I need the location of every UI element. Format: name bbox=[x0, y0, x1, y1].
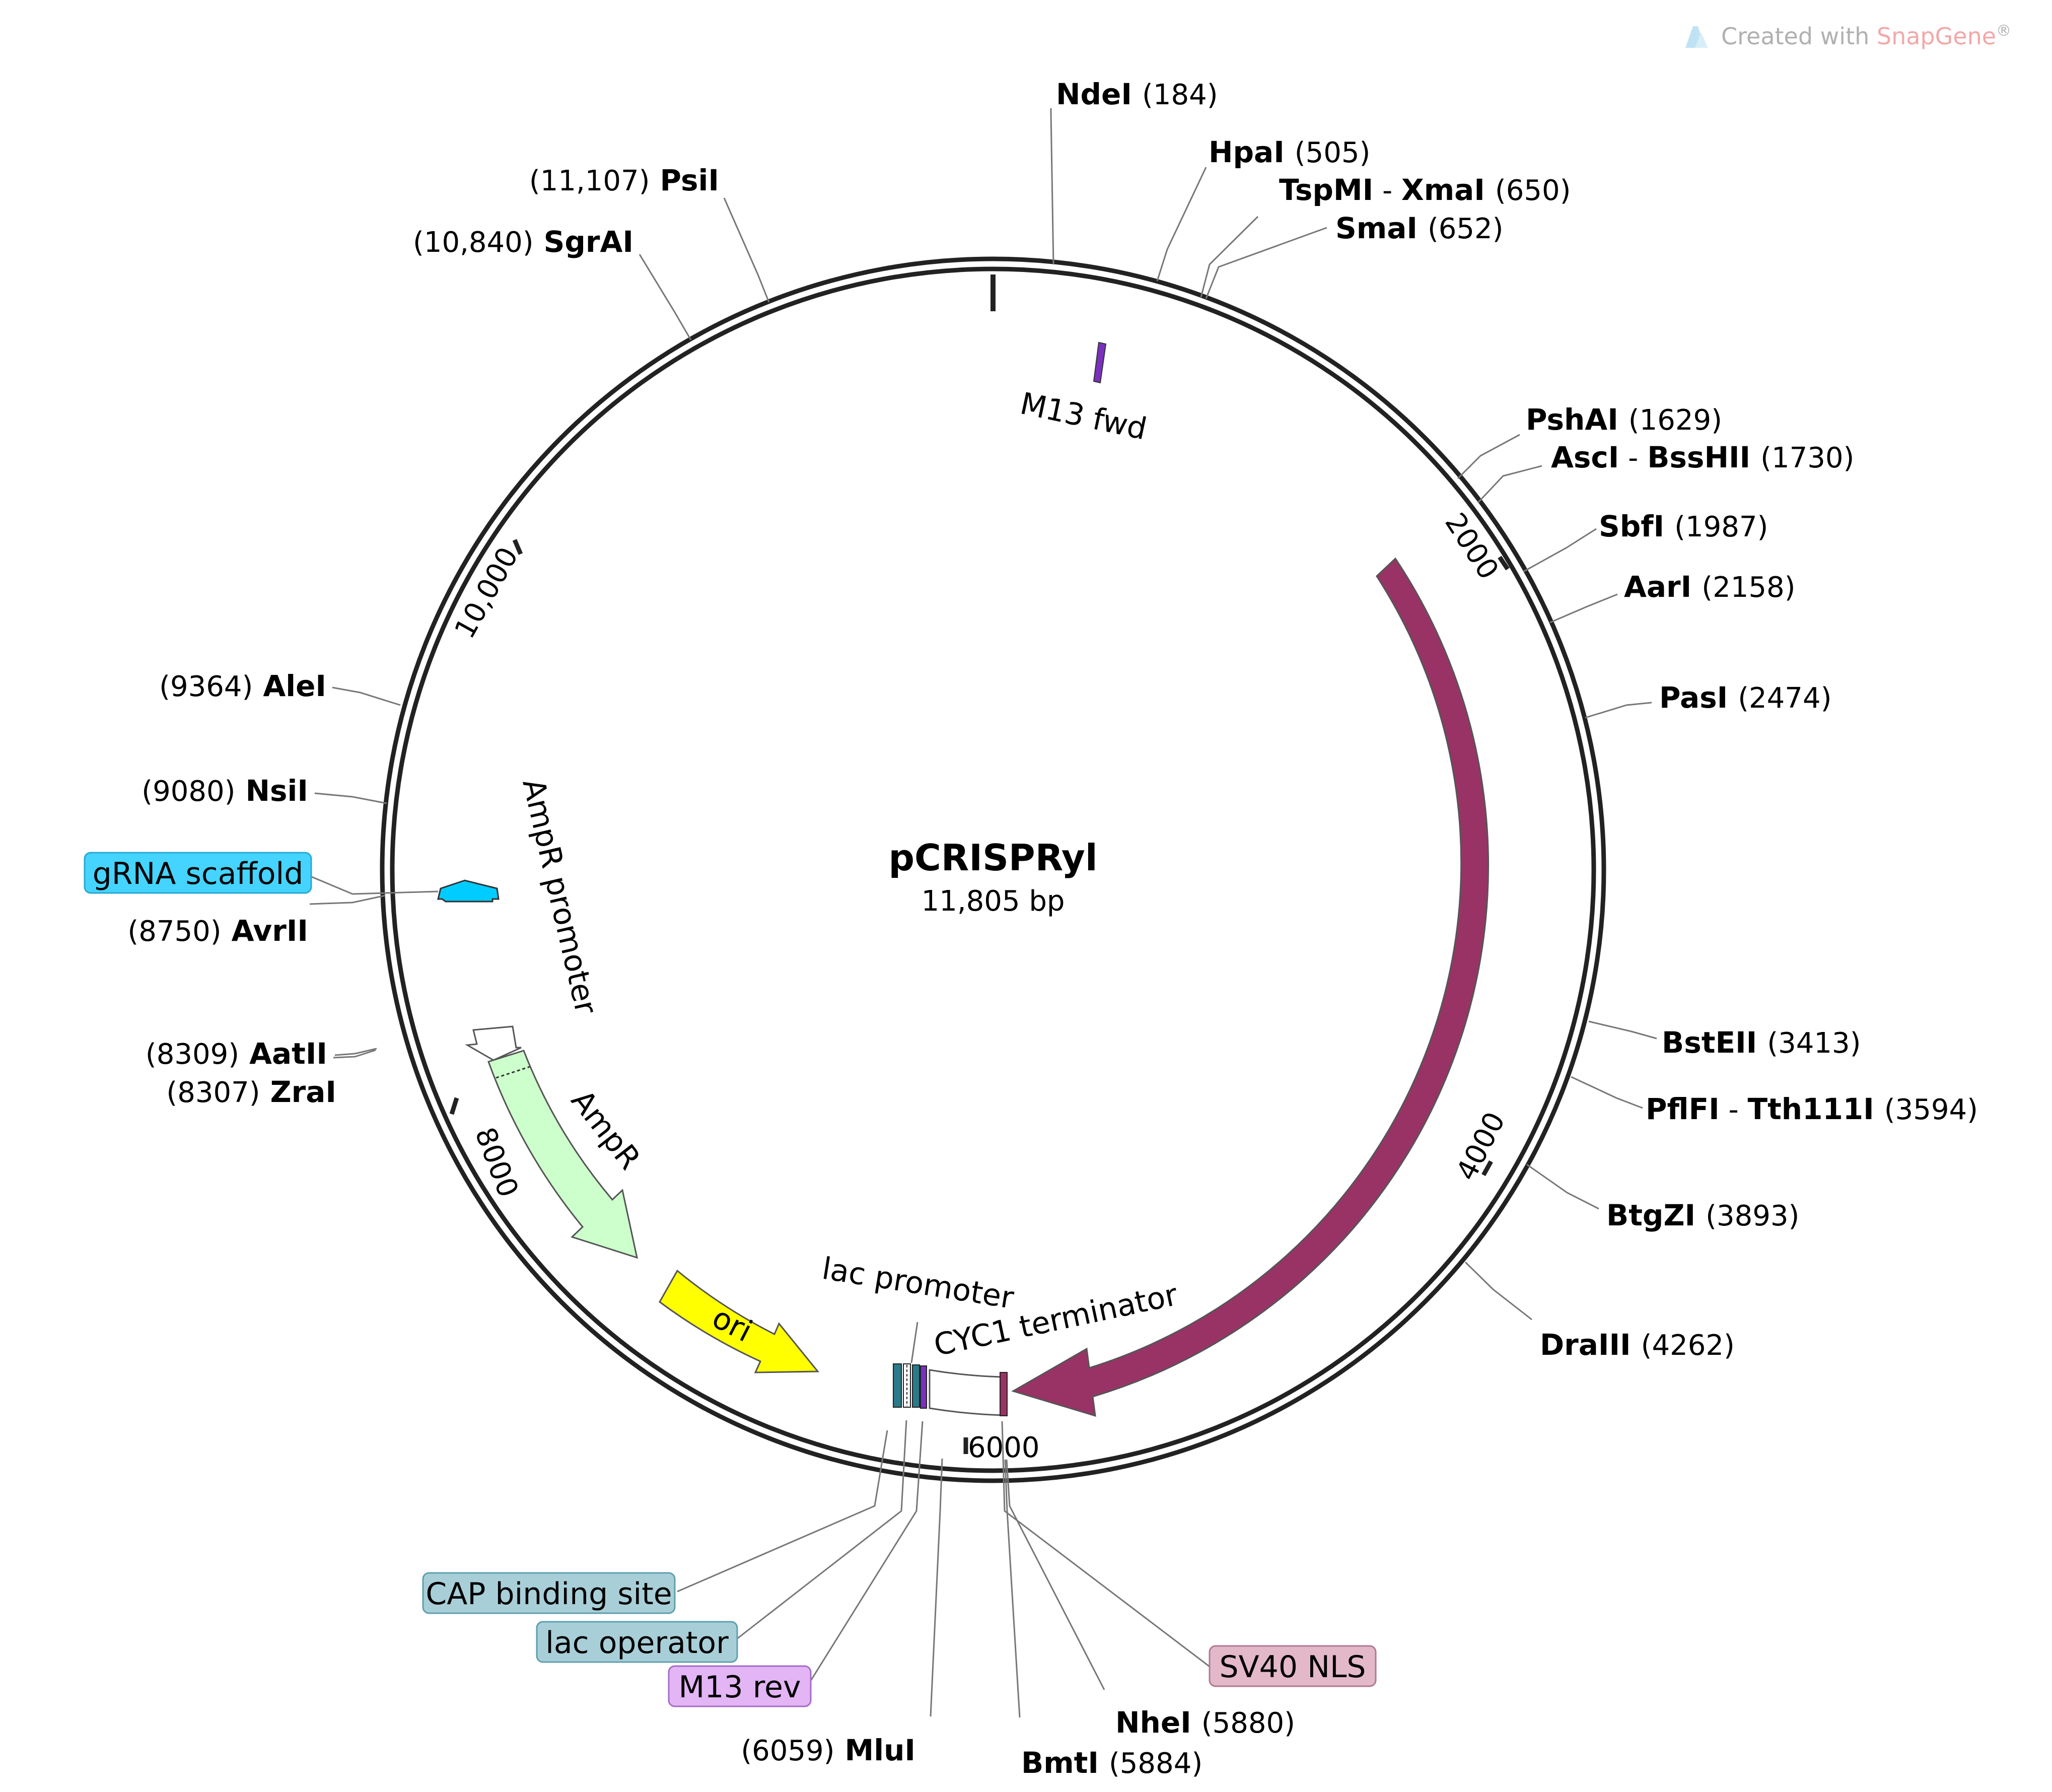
svg-text:Created with SnapGene®: Created with SnapGene® bbox=[1721, 22, 2011, 50]
credit-brand: SnapGene bbox=[1877, 23, 1996, 50]
cap-binding-site-label: CAP binding site bbox=[426, 1576, 672, 1612]
enzyme-zrai: (8307)ZraI bbox=[166, 1075, 336, 1109]
credit: Created with SnapGene® bbox=[1685, 22, 2011, 50]
snapgene-logo-icon bbox=[1685, 26, 1708, 48]
feature-label-boxes: gRNA scaffold CAP binding site lac opera… bbox=[84, 852, 1377, 1707]
enzyme-labels: NdeI(184) HpaI(505) TspMI - XmaI(650) Sm… bbox=[127, 77, 1978, 1780]
enzyme-pflfi-tth111i: PflFI - Tth111I(3594) bbox=[1646, 1092, 1978, 1126]
enzyme-draiii: DraIII(4262) bbox=[1540, 1328, 1735, 1362]
enzyme-bmti: BmtI(5884) bbox=[1021, 1746, 1202, 1780]
m13-fwd-feature bbox=[1093, 341, 1107, 384]
enzyme-avrii: (8750)AvrII bbox=[127, 914, 308, 948]
credit-suffix: ® bbox=[1996, 22, 2011, 40]
lac-promoter-label: lac promoter bbox=[820, 1251, 1016, 1316]
ori-feature-arrow bbox=[659, 1269, 820, 1373]
plasmid-name: pCRISPRyl bbox=[888, 837, 1097, 879]
enzyme-pasi: PasI(2474) bbox=[1659, 680, 1831, 715]
ampr-internal-dash bbox=[496, 1066, 530, 1079]
grna-scaffold-feature bbox=[437, 879, 500, 903]
backbone-inner bbox=[390, 266, 1596, 1473]
plasmid-size: 11,805 bp bbox=[922, 885, 1065, 918]
enzyme-aatii: (8309)AatII bbox=[146, 1037, 327, 1071]
enzyme-alei: (9364)AleI bbox=[159, 669, 326, 703]
m13-rev-feature bbox=[920, 1365, 927, 1409]
enzyme-hpai: HpaI(505) bbox=[1209, 135, 1370, 169]
enzyme-psii: (11,107)PsiI bbox=[529, 163, 719, 197]
enzyme-sbfi: SbfI(1987) bbox=[1599, 509, 1768, 543]
backbone-outer bbox=[380, 256, 1606, 1483]
cap-binding-site-feature bbox=[893, 1363, 902, 1408]
ampr-feature-arrow bbox=[487, 1050, 639, 1259]
m13-rev-label: M13 rev bbox=[679, 1670, 801, 1705]
enzyme-tspmi-xmai: TspMI - XmaI(650) bbox=[1279, 173, 1571, 207]
enzyme-asci-bsshii: AscI - BssHII(1730) bbox=[1551, 440, 1854, 474]
enzyme-sgrai: (10,840)SgrAI bbox=[413, 225, 633, 259]
lac-operator-label: lac operator bbox=[545, 1625, 729, 1661]
lac-operator-feature bbox=[912, 1364, 920, 1408]
tick-marks bbox=[449, 539, 1510, 1454]
cas9-feature-arrow bbox=[1011, 557, 1490, 1417]
enzyme-mlui: (6059)MluI bbox=[741, 1733, 915, 1767]
enzyme-bsteii: BstEII(3413) bbox=[1662, 1025, 1861, 1060]
enzyme-aari: AarI(2158) bbox=[1624, 570, 1795, 604]
lac-region-features bbox=[893, 1363, 1008, 1416]
tick-8000: 8000 bbox=[468, 1123, 525, 1202]
enzyme-nhei: NheI(5880) bbox=[1115, 1705, 1295, 1740]
enzyme-smai: SmaI(652) bbox=[1335, 211, 1504, 245]
ampr-promoter-label: AmpR promoter bbox=[515, 776, 604, 1018]
ampr-promoter-feature bbox=[465, 1025, 522, 1061]
enzyme-btgzi: BtgZI(3893) bbox=[1606, 1198, 1799, 1232]
enzyme-ndei: NdeI(184) bbox=[1056, 77, 1218, 111]
enzyme-nsii: (9080)NsiI bbox=[141, 774, 308, 808]
enzyme-pshai: PshAI(1629) bbox=[1526, 402, 1722, 437]
cyc1-terminator-feature bbox=[929, 1369, 1005, 1416]
m13-fwd-label: M13 fwd bbox=[1017, 386, 1150, 447]
grna-scaffold-label: gRNA scaffold bbox=[93, 856, 304, 891]
leader-lines bbox=[308, 108, 1657, 1718]
sv40-nls-label: SV40 NLS bbox=[1220, 1649, 1366, 1685]
sv40-nls-feature bbox=[1000, 1372, 1008, 1416]
credit-prefix: Created with bbox=[1721, 23, 1877, 50]
